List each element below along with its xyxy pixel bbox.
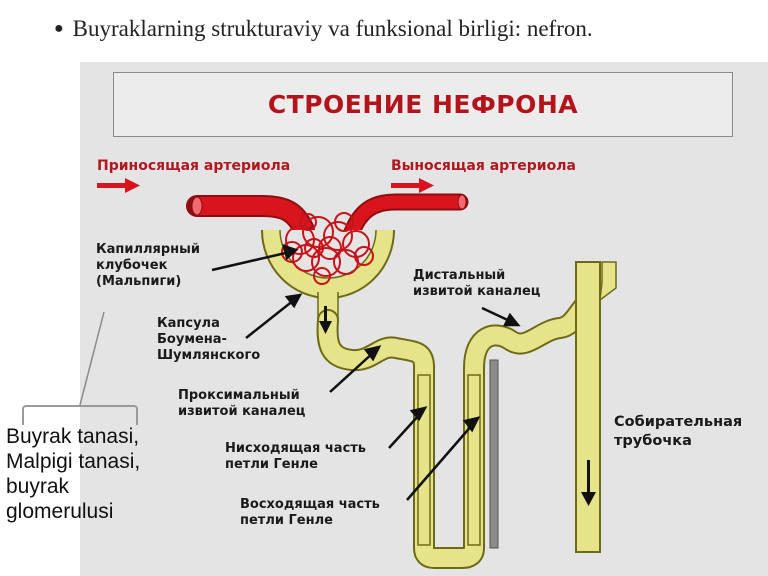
diagram-title: СТРОЕНИЕ НЕФРОНА (267, 90, 579, 119)
uz-annotation-line: Malpigi tanasi, (6, 450, 141, 473)
ascending-limb-label: Восходящая часть петли Генле (240, 497, 380, 528)
proximal-tubule-label: Проксимальный извитой каналец (178, 388, 306, 419)
distal-tubule-label: Дистальный извитой каналец (413, 268, 541, 299)
bullet-icon: ● (54, 20, 64, 37)
efferent-arteriole-label: Выносящая артериола (391, 158, 576, 174)
direction-arrows (319, 306, 596, 506)
pointer-lines (211, 244, 521, 501)
uz-annotation: Buyrak tanasi, Malpigi tanasi, buyrak gl… (6, 424, 166, 524)
collecting-duct-label: Собирательная трубочка (614, 414, 743, 449)
diagram-title-box: СТРОЕНИЕ НЕФРОНА (113, 72, 733, 137)
uz-annotation-line: buyrak (6, 475, 70, 498)
capsule-label: Капсула Боумена- Шумлянского (157, 316, 261, 363)
slide-heading: ● Buyraklarning strukturaviy va funksion… (54, 14, 593, 44)
glomerulus-label: Капиллярный клубочек (Мальпиги) (96, 242, 201, 289)
afferent-arteriole-label: Приносящая артериола (97, 158, 291, 174)
efferent-arteriole-fill (345, 195, 460, 235)
uz-annotation-line: glomerulusi (6, 500, 114, 523)
annotation-bracket (22, 405, 138, 425)
afferent-arteriole-fill (197, 197, 313, 235)
bracket-pointer (79, 311, 105, 406)
flow-arrows (97, 178, 434, 193)
descending-limb-label: Нисходящая часть петли Генле (225, 441, 367, 472)
glomerulus-coil (281, 212, 374, 285)
slide-heading-text: Buyraklarning strukturaviy va funksional… (72, 16, 593, 41)
uz-annotation-line: Buyrak tanasi, (6, 425, 140, 448)
